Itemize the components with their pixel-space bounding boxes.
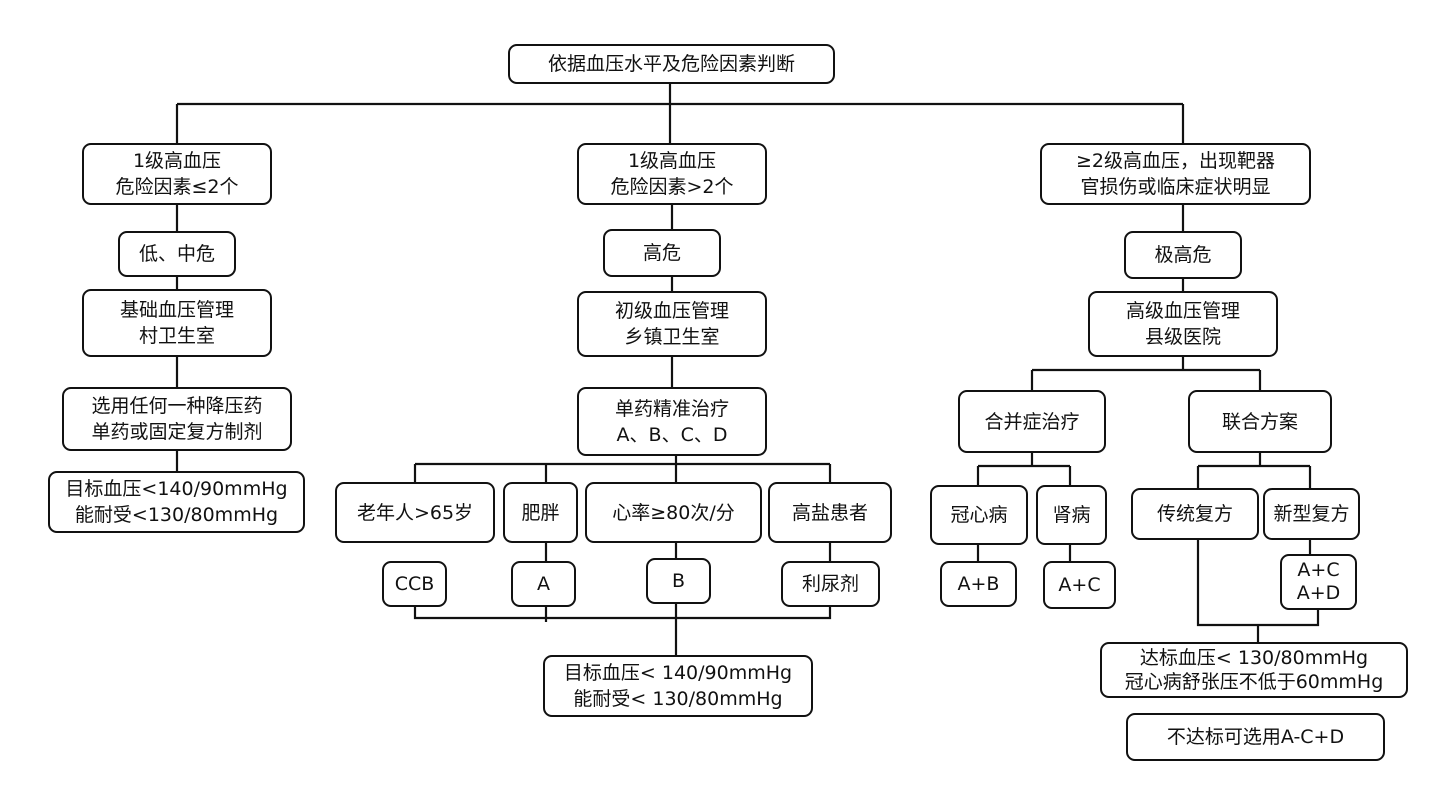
single-drug-node: 选用任何一种降压药 单药或固定复方制剂 [62,387,292,451]
mgmt-label-line1: 基础血压管理 [119,299,234,321]
drug-b-node: B [646,558,711,604]
advanced-management-node: 高级血压管理 县级医院 [1088,291,1278,357]
target-label-line1: 目标血压<140/90mmHg [65,478,288,500]
group-obese-node: 肥胖 [503,482,578,543]
mgmt-label-line2: 村卫生室 [138,325,215,347]
novel-drug-line1: A+C [1297,559,1340,581]
mgmt-label-line1: 高级血压管理 [1125,300,1240,322]
drug-label: A [537,573,550,595]
novel-compound-node: 新型复方 [1263,488,1360,540]
traditional-label: 传统复方 [1156,503,1233,525]
grade-label-line1: ≥2级高血压，出现靶器 [1075,150,1275,172]
combo-label: 联合方案 [1221,410,1298,433]
basic-management-node: 基础血压管理 村卫生室 [82,289,272,357]
coronary-disease-node: 冠心病 [930,485,1028,545]
drug-label: A+C [1058,574,1101,596]
drug-a-plus-c-node: A+C [1043,561,1116,609]
group-high-salt-node: 高盐患者 [768,482,892,543]
precise-monotherapy-node: 单药精准治疗 A、B、C、D [577,387,767,456]
group-heart-rate-node: 心率≥80次/分 [585,482,762,543]
root-label: 依据血压水平及危险因素判断 [547,53,795,75]
very-high-risk-node: 极高危 [1124,231,1242,279]
target-label-line2: 能耐受<130/80mmHg [74,504,279,526]
target-label-line1: 目标血压< 140/90mmHg [563,662,793,684]
kidney-disease-node: 肾病 [1036,485,1107,545]
risk-label: 高危 [642,242,681,264]
primary-management-node: 初级血压管理 乡镇卫生室 [577,291,767,357]
drug-ccb-node: CCB [382,561,447,607]
novel-label: 新型复方 [1273,503,1350,525]
grade1-low-risk-factors-node: 1级高血压 危险因素≤2个 [82,143,272,205]
grade-label-line2: 危险因素≤2个 [115,176,239,198]
mgmt-label-line2: 县级医院 [1144,326,1221,348]
drug-a-plus-b-node: A+B [940,561,1017,607]
risk-label: 极高危 [1154,244,1212,266]
therapy-label-line1: 单药精准治疗 [614,397,729,420]
kidney-label: 肾病 [1052,504,1091,526]
target-label-line2: 能耐受< 130/80mmHg [573,688,783,710]
risk-label: 低、中危 [138,243,215,265]
drug-a-node: A [511,561,576,607]
grade-label-line1: 1级高血压 [627,150,717,172]
grade-label-line2: 危险因素>2个 [610,176,734,198]
combination-plan-node: 联合方案 [1188,390,1332,453]
therapy-label-line2: A、B、C、D [616,423,728,446]
comorbidity-treatment-node: 合并症治疗 [958,390,1106,453]
chd-label: 冠心病 [950,504,1008,526]
root-node: 依据血压水平及危险因素判断 [508,44,835,84]
right-target-node: 达标血压< 130/80mmHg 冠心病舒张压不低于60mmHg [1100,642,1408,698]
middle-target-node: 目标血压< 140/90mmHg 能耐受< 130/80mmHg [543,655,813,717]
group-label: 高盐患者 [791,501,868,524]
fallback-regimen-node: 不达标可选用A-C+D [1126,713,1385,761]
novel-drug-node: A+C A+D [1280,554,1357,610]
drug-label-line1: 选用任何一种降压药 [91,395,263,417]
grade1-high-risk-factors-node: 1级高血压 危险因素>2个 [577,143,767,205]
mgmt-label-line2: 乡镇卫生室 [624,326,720,348]
drug-diuretic-node: 利尿剂 [781,561,880,607]
fallback-label: 不达标可选用A-C+D [1166,726,1345,748]
traditional-compound-node: 传统复方 [1131,488,1259,540]
left-target-node: 目标血压<140/90mmHg 能耐受<130/80mmHg [48,471,305,533]
high-risk-node: 高危 [603,229,721,277]
drug-label: 利尿剂 [801,573,859,595]
group-elderly-node: 老年人>65岁 [335,482,495,543]
target-label-line1: 达标血压< 130/80mmHg [1139,647,1369,669]
group-label: 老年人>65岁 [356,501,474,524]
comorbid-label: 合并症治疗 [984,410,1080,433]
grade2-target-organ-node: ≥2级高血压，出现靶器 官损伤或临床症状明显 [1040,143,1311,205]
drug-label: A+B [957,573,1000,595]
low-mid-risk-node: 低、中危 [118,231,236,277]
target-label-line2: 冠心病舒张压不低于60mmHg [1124,671,1384,693]
drug-label: CCB [394,573,435,595]
novel-drug-line2: A+D [1296,582,1341,604]
group-label: 肥胖 [521,501,560,524]
grade-label-line1: 1级高血压 [132,150,222,172]
mgmt-label-line1: 初级血压管理 [614,300,729,322]
drug-label-line2: 单药或固定复方制剂 [91,421,263,443]
group-label: 心率≥80次/分 [612,501,735,524]
grade-label-line2: 官损伤或临床症状明显 [1080,176,1271,198]
drug-label: B [671,570,686,592]
